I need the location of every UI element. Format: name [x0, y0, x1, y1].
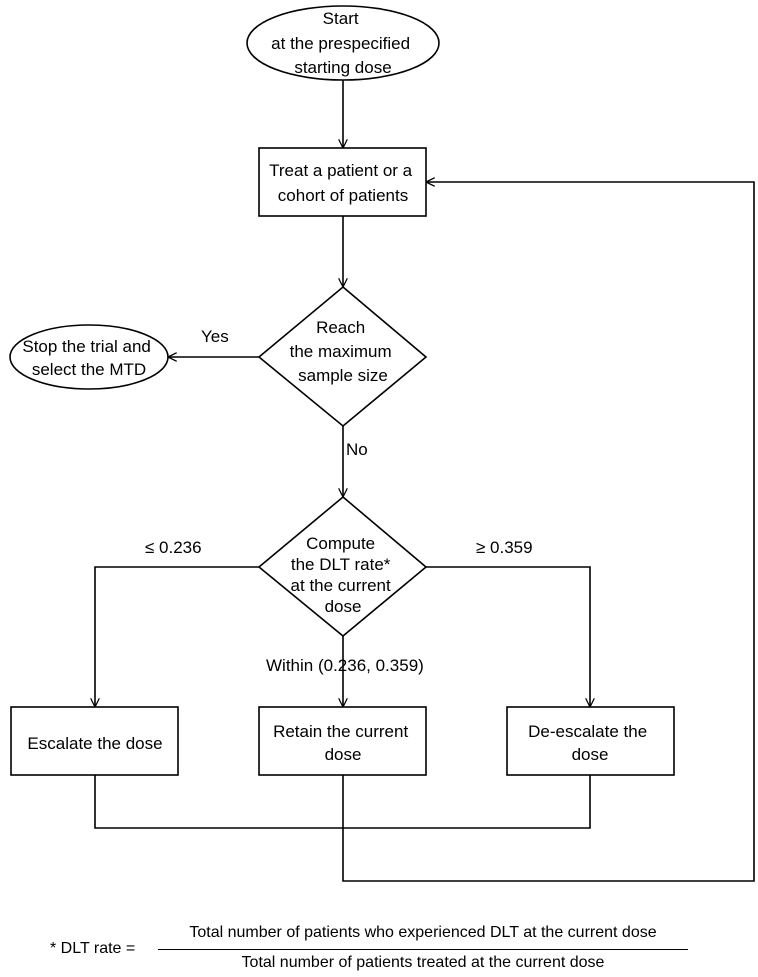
stop-node — [9, 324, 169, 390]
no-label: No — [346, 440, 368, 459]
low-threshold-label: ≤ 0.236 — [145, 538, 202, 557]
retain-label: Retain the current dose — [273, 722, 413, 764]
treat-label: Treat a patient or a cohort of patients — [269, 161, 417, 205]
deescalate-node — [506, 706, 675, 776]
edge-compute-to-deescalate — [426, 566, 590, 707]
high-threshold-label: ≥ 0.359 — [476, 538, 533, 557]
yes-label: Yes — [201, 327, 229, 346]
escalate-label: Escalate the dose — [27, 734, 162, 753]
start-label: Start at the prespecified starting dose — [271, 9, 415, 77]
treat-node — [258, 147, 427, 217]
edge-loop-back — [342, 182, 755, 882]
footnote-label: * DLT rate = — [50, 940, 136, 957]
deescalate-label: De-escalate the dose — [528, 722, 652, 764]
retain-node — [258, 706, 427, 776]
within-range-label: Within (0.236, 0.359) — [266, 656, 424, 675]
reach-label: Reach the maximum sample size — [290, 318, 397, 385]
stop-label: Stop the trial and select the MTD — [22, 337, 155, 379]
compute-label: Compute the DLT rate* at the current dos… — [291, 534, 396, 616]
footnote-numerator: Total number of patients who experienced… — [189, 924, 657, 941]
footnote-denominator: Total number of patients treated at the … — [241, 954, 605, 971]
dose-finding-flowchart: Start at the prespecified starting dose … — [9, 5, 755, 882]
edge-compute-to-escalate — [95, 566, 259, 707]
dlt-rate-footnote: * DLT rate = Total number of patients wh… — [50, 924, 710, 976]
fraction-bar — [158, 949, 688, 950]
